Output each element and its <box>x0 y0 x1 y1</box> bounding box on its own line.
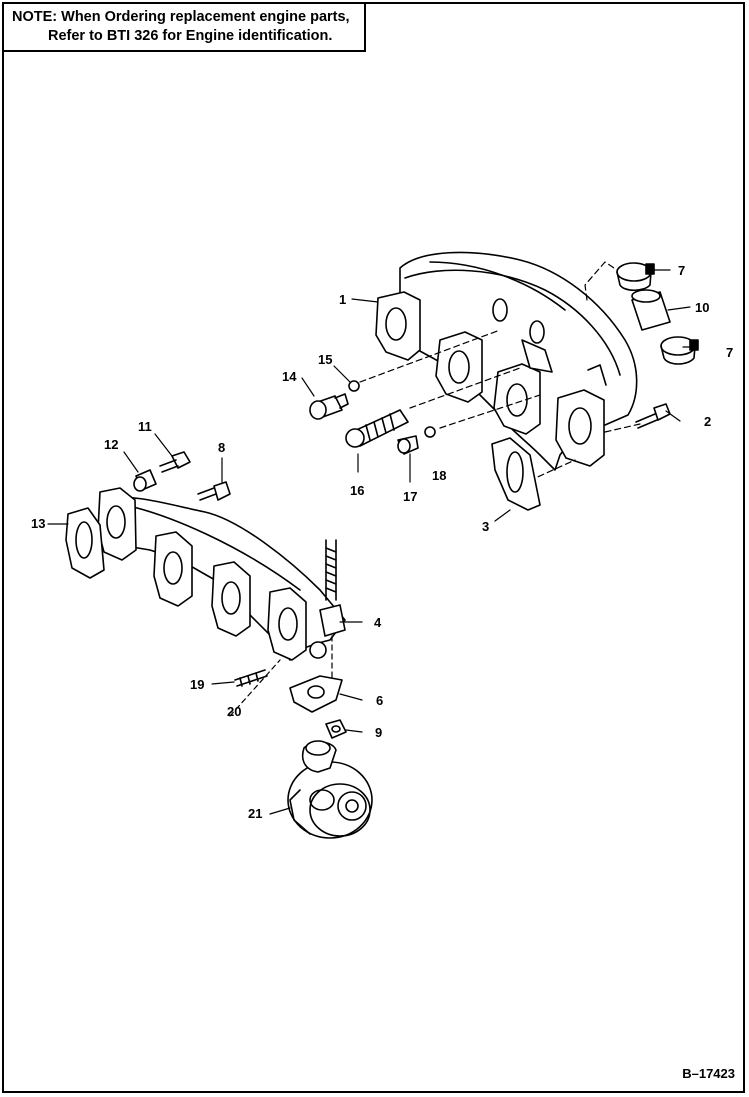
callout-17: 17 <box>403 489 417 504</box>
document-number: B–17423 <box>682 1066 735 1081</box>
callout-13: 13 <box>31 516 45 531</box>
gasket-item-3 <box>491 437 541 511</box>
callout-16: 16 <box>350 483 364 498</box>
exhaust-manifold <box>97 487 346 661</box>
callout-4: 4 <box>374 615 382 630</box>
callout-numbers: 1 2 3 4 6 7 7 8 9 10 11 12 13 14 15 16 1… <box>31 263 733 821</box>
callout-3: 3 <box>482 519 489 534</box>
callout-18: 18 <box>432 468 446 483</box>
callout-21: 21 <box>248 806 262 821</box>
turbocharger-item-21 <box>287 740 373 839</box>
callout-11: 11 <box>138 419 152 434</box>
callout-12: 12 <box>104 437 118 452</box>
callout-6: 6 <box>376 693 383 708</box>
nut-and-stud-items-19-20 <box>229 641 327 717</box>
callout-19: 19 <box>190 677 204 692</box>
callout-7b: 7 <box>726 345 733 360</box>
callout-7a: 7 <box>678 263 685 278</box>
note-line2: Refer to BTI 326 for Engine identificati… <box>48 28 333 44</box>
note-line1: When Ordering replacement engine parts, <box>61 9 350 25</box>
callout-15: 15 <box>318 352 332 367</box>
stud-item-4 <box>319 539 346 701</box>
bolt-item-2 <box>635 403 671 429</box>
bolts-items-8-11-12 <box>133 451 231 501</box>
callout-2: 2 <box>704 414 711 429</box>
note-prefix: NOTE: <box>12 9 58 25</box>
hose-and-clamps <box>616 262 699 365</box>
gasket-item-6 <box>289 675 343 713</box>
nut-item-9 <box>325 719 347 739</box>
ordering-note: NOTE: When Ordering replacement engine p… <box>2 2 366 52</box>
callout-1: 1 <box>339 292 346 307</box>
gasket-item-13 <box>65 507 105 579</box>
callout-14: 14 <box>282 369 297 384</box>
callout-9: 9 <box>375 725 382 740</box>
callout-8: 8 <box>218 440 225 455</box>
callout-leaders <box>47 269 697 815</box>
callout-20: 20 <box>227 704 241 719</box>
callout-10: 10 <box>695 300 709 315</box>
intake-manifold <box>375 251 638 471</box>
plug-items-14-18 <box>309 380 436 455</box>
